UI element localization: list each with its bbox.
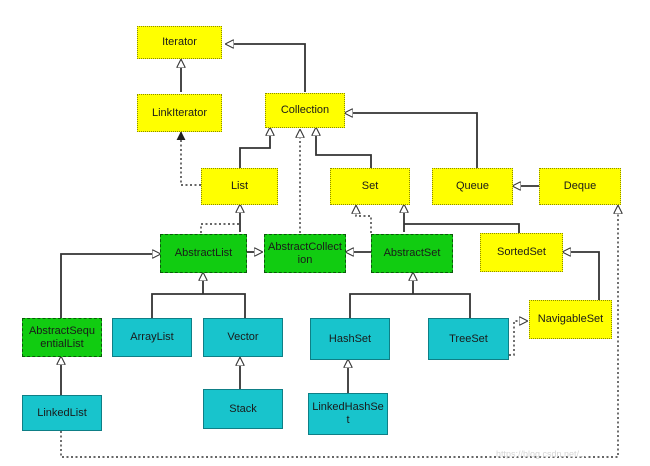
node-label: LinkedList bbox=[37, 406, 87, 419]
node-label: AbstractSequentialList bbox=[28, 324, 96, 350]
node-label: Queue bbox=[455, 180, 490, 192]
node-label: AbstractCollection bbox=[268, 240, 342, 266]
edge-sortedset-set bbox=[404, 223, 520, 233]
node-label: Set bbox=[361, 180, 379, 192]
node-label: HashSet bbox=[328, 332, 372, 345]
node-label: TreeSet bbox=[449, 332, 488, 345]
node-collection: Collection bbox=[265, 93, 345, 128]
node-label: Vector bbox=[227, 331, 259, 343]
node-label: Iterator bbox=[162, 36, 197, 48]
node-iterator: Iterator bbox=[137, 26, 222, 59]
node-linkedhashset: LinkedHashSet bbox=[308, 393, 388, 435]
node-label: AbstractList bbox=[174, 247, 233, 259]
node-label: LinkIterator bbox=[151, 106, 208, 119]
node-label: NavigableSet bbox=[537, 313, 604, 325]
edge-arraylist-abstractlist bbox=[151, 293, 246, 318]
node-arraylist: ArrayList bbox=[112, 318, 192, 357]
node-linkedlist: LinkedList bbox=[22, 395, 102, 431]
edge-list-linkiterator bbox=[176, 131, 201, 186]
edge-linkedlist-deque bbox=[60, 206, 618, 458]
edge-hashset-abstractset bbox=[349, 293, 471, 318]
node-stack: Stack bbox=[203, 389, 283, 429]
edge-abstractset-set-impl bbox=[356, 206, 372, 233]
node-label: Collection bbox=[280, 104, 330, 116]
node-sortedset: SortedSet bbox=[480, 233, 563, 272]
edge-abstractlist-list-impl bbox=[200, 223, 240, 233]
node-label: SortedSet bbox=[497, 246, 546, 258]
node-label: AbstractSet bbox=[383, 247, 441, 259]
node-abstractset: AbstractSet bbox=[371, 234, 453, 273]
node-deque: Deque bbox=[539, 168, 621, 205]
node-label: List bbox=[230, 180, 249, 192]
edge-set-collection bbox=[316, 128, 372, 168]
node-abstractsequentiallist: AbstractSequentialList bbox=[22, 318, 102, 357]
node-navigableset: NavigableSet bbox=[529, 300, 612, 339]
edge-queue-collection bbox=[345, 113, 478, 168]
node-label: LinkedHashSet bbox=[312, 401, 384, 426]
edge-treeset-navigableset bbox=[509, 321, 527, 356]
node-label: Stack bbox=[229, 402, 257, 415]
edge-navigableset-sortedset bbox=[563, 252, 600, 300]
edge-collection-iterator bbox=[226, 44, 306, 92]
node-label: Deque bbox=[563, 180, 597, 192]
watermark: https://blog.csdn.net/... bbox=[496, 449, 587, 459]
node-label: ArrayList bbox=[130, 331, 174, 343]
node-treeset: TreeSet bbox=[428, 318, 509, 360]
node-list: List bbox=[201, 168, 278, 205]
node-hashset: HashSet bbox=[310, 318, 390, 360]
node-vector: Vector bbox=[203, 318, 283, 357]
node-linkiterator: LinkIterator bbox=[137, 94, 222, 132]
edge-list-collection bbox=[239, 128, 270, 168]
node-queue: Queue bbox=[432, 168, 513, 205]
node-set: Set bbox=[330, 168, 410, 205]
node-abstractlist: AbstractList bbox=[160, 234, 247, 273]
node-abstractcollection: AbstractCollection bbox=[264, 234, 346, 273]
edge-abstractsequentiallist-abstractlist bbox=[60, 254, 160, 318]
